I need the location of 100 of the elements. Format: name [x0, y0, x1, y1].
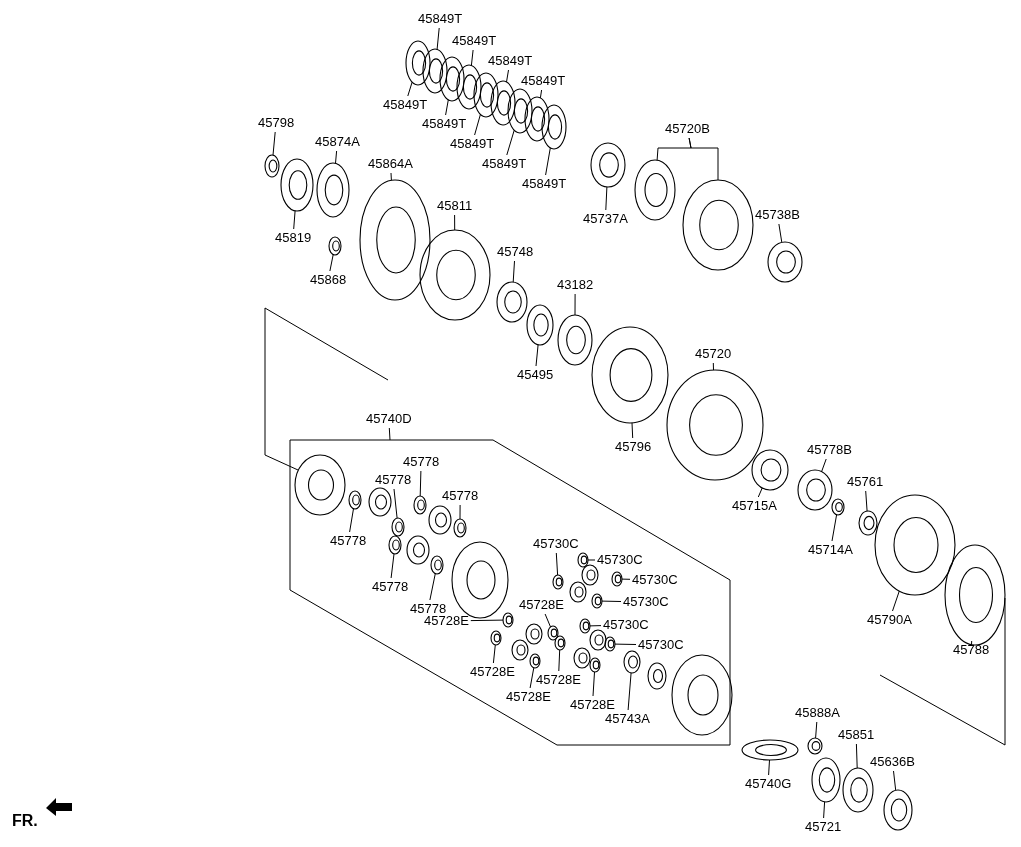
part-number: 45730C	[623, 595, 669, 609]
part-drawing	[797, 469, 833, 511]
leader-line	[470, 619, 504, 622]
part-number: 45819	[275, 231, 312, 245]
part-drawing	[589, 657, 601, 673]
leader-line	[757, 487, 763, 498]
part-number: 45849T	[521, 74, 566, 88]
leader-line	[778, 223, 783, 243]
part-drawing	[579, 618, 591, 634]
part-drawing	[473, 72, 499, 118]
leader-line	[614, 643, 637, 645]
part-number: 45495	[517, 368, 554, 382]
part-drawing	[604, 636, 616, 652]
part-drawing	[666, 369, 764, 481]
part-number: 45720	[695, 347, 732, 361]
leader-line	[823, 801, 826, 819]
part-number: 45636B	[870, 755, 915, 769]
leader-line	[506, 129, 515, 156]
part-number: 45737A	[583, 212, 628, 226]
part-drawing	[811, 757, 841, 803]
part-number: 45811	[437, 199, 473, 213]
part-number: 45748	[497, 245, 534, 259]
part-number: 45728E	[506, 690, 551, 704]
leader-line	[631, 422, 634, 439]
part-drawing	[883, 789, 913, 831]
part-drawing	[874, 494, 956, 596]
part-drawing	[554, 635, 566, 651]
leader-line	[335, 150, 338, 164]
leader-line	[971, 640, 973, 646]
leader-line	[492, 644, 496, 664]
part-drawing	[842, 767, 874, 813]
part-number: 45778	[442, 489, 479, 503]
part-number: 45849T	[383, 98, 428, 112]
part-drawing	[453, 518, 467, 538]
leader-line	[574, 293, 576, 316]
part-number: 45849T	[488, 54, 533, 68]
part-drawing	[591, 593, 603, 609]
part-drawing	[456, 64, 482, 110]
part-number: 45740D	[366, 412, 412, 426]
leader-line	[544, 613, 551, 628]
leader-line	[831, 514, 838, 542]
part-number: 45788	[953, 643, 990, 657]
part-number: 45778	[372, 580, 409, 594]
part-drawing	[419, 229, 491, 321]
leader-line	[512, 260, 515, 283]
leader-line	[459, 504, 461, 520]
leader-line	[587, 559, 596, 561]
part-drawing	[944, 544, 1006, 646]
part-drawing	[547, 625, 559, 641]
part-number: 45849T	[482, 157, 527, 171]
leader-line	[436, 27, 440, 50]
leader-line	[589, 625, 602, 627]
part-drawing	[524, 96, 550, 142]
part-drawing	[405, 40, 431, 86]
part-drawing	[682, 179, 754, 271]
part-drawing	[490, 80, 516, 126]
leader-line	[601, 600, 622, 602]
part-number: 45730C	[603, 618, 649, 632]
part-drawing	[526, 304, 554, 346]
leader-line	[429, 573, 436, 601]
part-drawing	[507, 88, 533, 134]
leader-line	[390, 553, 395, 579]
part-drawing	[634, 159, 676, 221]
part-drawing	[430, 555, 444, 575]
part-number: 45730C	[597, 553, 643, 567]
leader-line	[535, 344, 539, 367]
part-number: 45849T	[418, 12, 463, 26]
part-number: 45730C	[638, 638, 684, 652]
leader-line	[893, 770, 897, 791]
part-number: 45721	[805, 820, 842, 834]
part-drawing	[496, 281, 528, 323]
part-drawing	[348, 490, 362, 510]
leader-line	[474, 114, 481, 136]
part-drawing	[316, 162, 350, 218]
part-drawing	[490, 630, 502, 646]
part-number: 45851	[838, 728, 875, 742]
part-number: 45728E	[470, 665, 515, 679]
part-number: 45730C	[632, 573, 678, 587]
leader-line	[349, 508, 354, 533]
part-drawing	[858, 510, 878, 536]
leader-line	[506, 69, 509, 83]
part-drawing	[741, 739, 799, 761]
front-label: FR.	[12, 814, 38, 828]
part-drawing	[280, 158, 314, 212]
part-number: 43182	[557, 278, 594, 292]
part-number: 45849T	[422, 117, 467, 131]
leader-line	[393, 488, 398, 519]
leader-line	[821, 458, 827, 473]
leader-line	[815, 721, 818, 739]
leader-line	[855, 743, 858, 769]
part-number: 45874A	[315, 135, 360, 149]
leader-line	[545, 147, 551, 176]
leader-line	[470, 49, 474, 66]
leader-line	[892, 590, 900, 612]
part-drawing	[422, 48, 448, 94]
part-drawing	[577, 552, 589, 568]
leader-line	[529, 667, 535, 689]
leader-line	[768, 759, 770, 776]
part-number: 45728E	[424, 614, 469, 628]
part-drawing	[590, 142, 626, 188]
